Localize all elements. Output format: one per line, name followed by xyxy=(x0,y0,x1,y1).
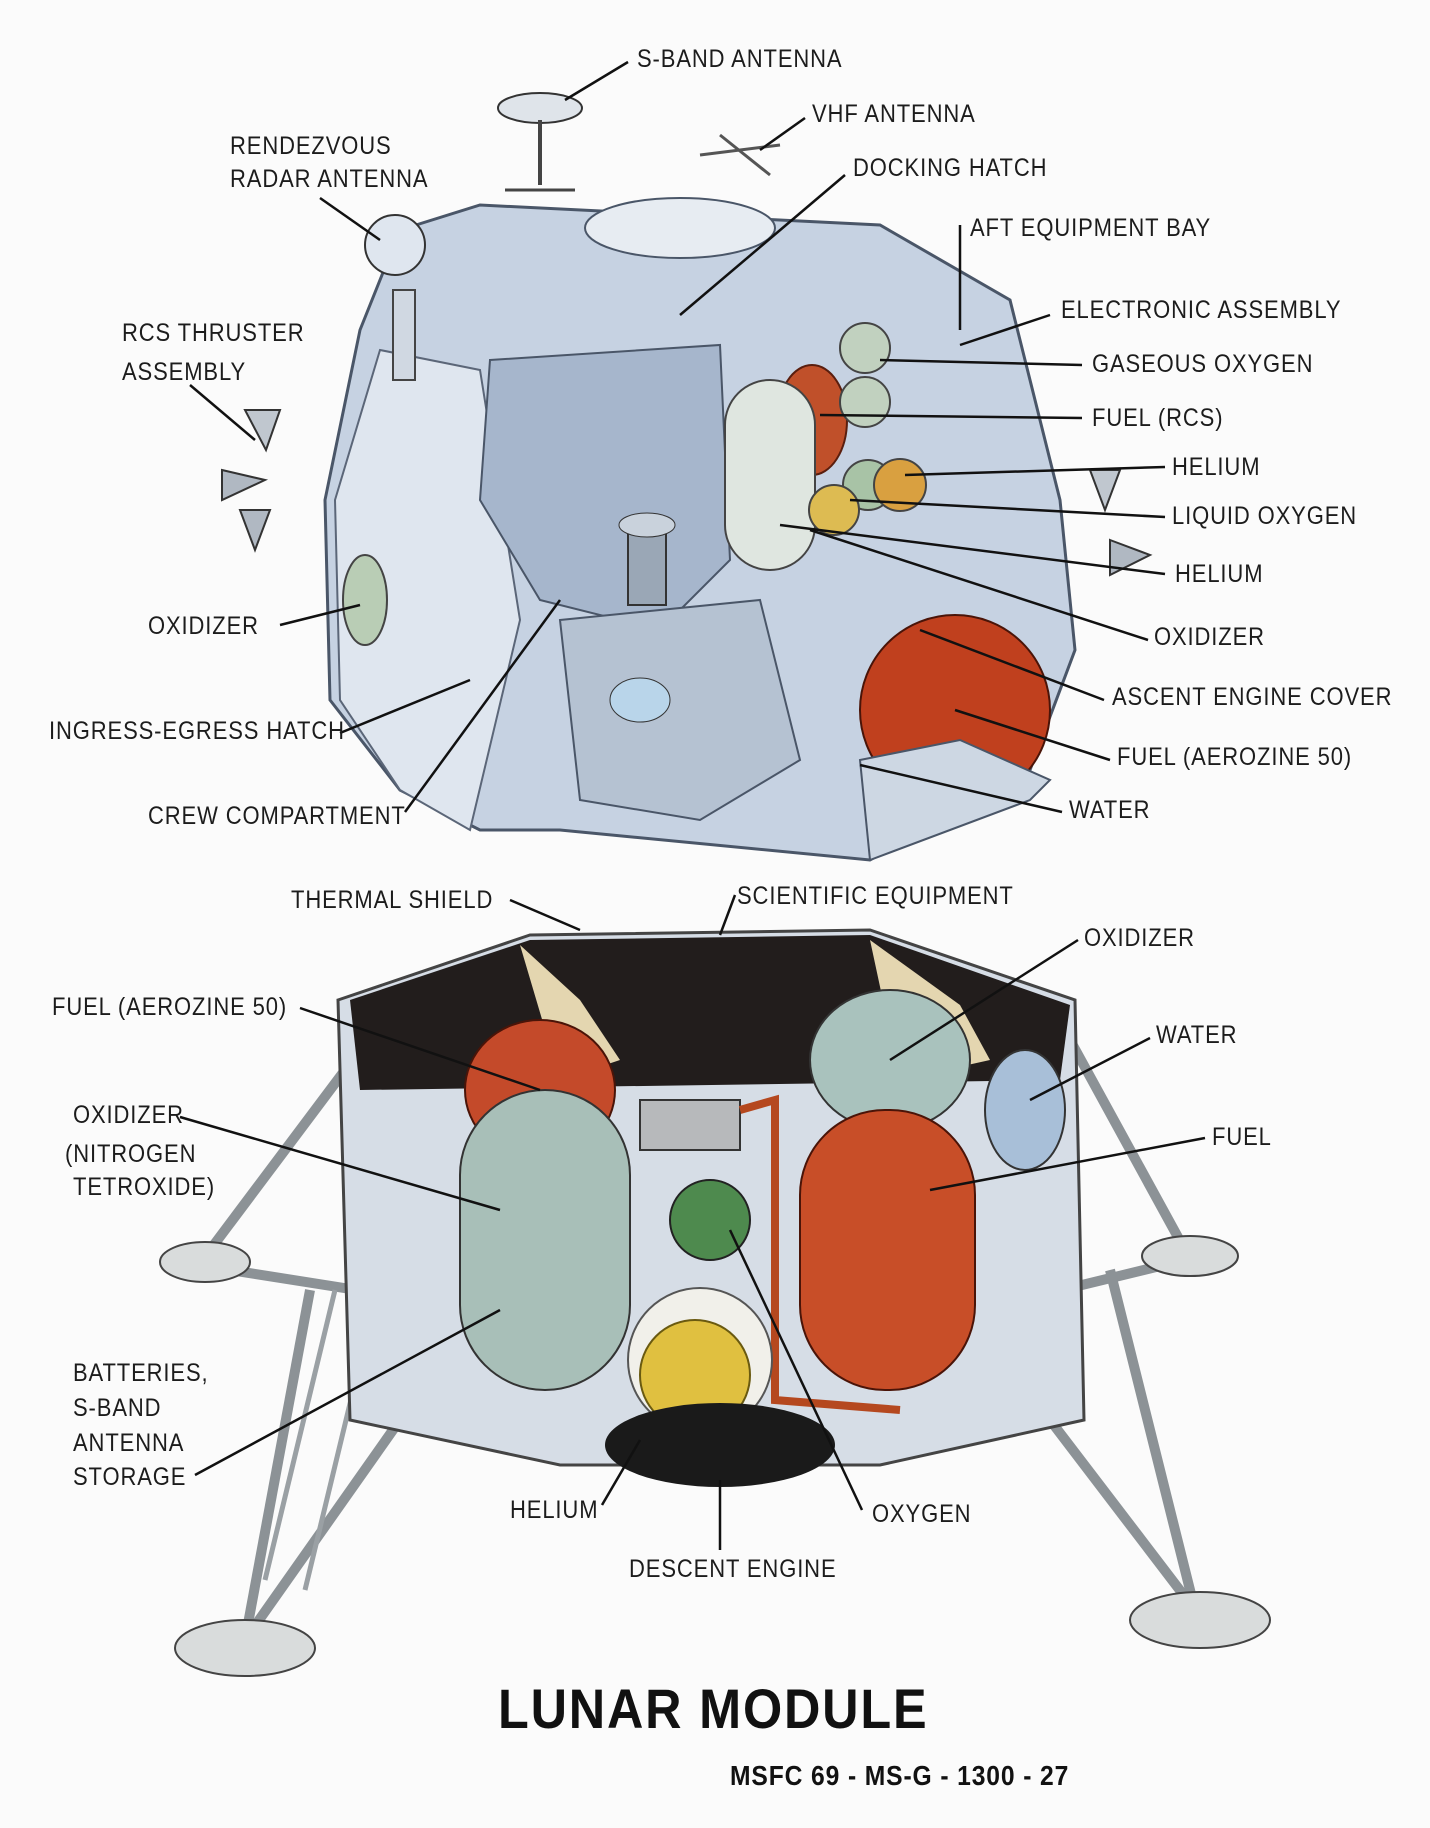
label-rendezvous-radar-antenna-line1: RENDEZVOUS xyxy=(230,132,392,160)
label-vhf-antenna: VHF ANTENNA xyxy=(812,100,976,128)
label-ingress-egress-hatch: INGRESS-EGRESS HATCH xyxy=(49,717,345,745)
label-crew-compartment: CREW COMPARTMENT xyxy=(148,802,406,830)
label-gaseous-oxygen: GASEOUS OXYGEN xyxy=(1092,350,1314,378)
oxidizer-rcs-tank xyxy=(724,379,816,571)
diagram-title: LUNAR MODULE xyxy=(498,1677,929,1740)
label-fuel-aerozine-ascent: FUEL (AEROZINE 50) xyxy=(1117,743,1353,771)
footpad xyxy=(1141,1235,1239,1277)
leader-lines xyxy=(179,60,1206,1550)
label-fuel-descent: FUEL xyxy=(1212,1123,1272,1151)
label-rendezvous-radar-antenna-line2: RADAR ANTENNA xyxy=(230,165,429,193)
label-helium-lower: HELIUM xyxy=(1175,560,1264,588)
label-water-ascent: WATER xyxy=(1069,796,1151,824)
label-scientific-equipment: SCIENTIFIC EQUIPMENT xyxy=(737,882,1014,910)
label-batteries-line1: BATTERIES, xyxy=(73,1359,209,1387)
label-helium-descent: HELIUM xyxy=(510,1496,599,1524)
label-rcs-thruster-line1: RCS THRUSTER xyxy=(122,319,305,347)
docking-hatch xyxy=(584,197,776,259)
scientific-equipment-box xyxy=(639,1099,741,1151)
label-docking-hatch: DOCKING HATCH xyxy=(853,154,1048,182)
label-fuel-aerozine-descent: FUEL (AEROZINE 50) xyxy=(52,993,288,1021)
label-ascent-engine-cover: ASCENT ENGINE COVER xyxy=(1112,683,1393,711)
label-water-descent: WATER xyxy=(1156,1021,1238,1049)
label-aft-equipment-bay: AFT EQUIPMENT BAY xyxy=(970,214,1212,242)
label-oxidizer-right: OXIDIZER xyxy=(1154,623,1265,651)
label-thermal-shield: THERMAL SHIELD xyxy=(291,886,494,914)
label-oxidizer-nt-line1: OXIDIZER xyxy=(73,1101,184,1129)
label-oxidizer-left: OXIDIZER xyxy=(148,612,259,640)
descent-engine xyxy=(605,1403,835,1487)
label-oxidizer-nt-line2: (NITROGEN xyxy=(65,1140,197,1168)
footpad xyxy=(159,1241,251,1283)
label-fuel-rcs: FUEL (RCS) xyxy=(1092,404,1224,432)
rendezvous-radar-dish xyxy=(364,214,426,276)
label-batteries-line2: S-BAND xyxy=(73,1394,162,1422)
label-helium-upper: HELIUM xyxy=(1172,453,1261,481)
footpad xyxy=(1129,1591,1271,1649)
label-oxygen-descent: OXYGEN xyxy=(872,1500,972,1528)
ascent-stage xyxy=(221,92,1153,862)
label-electronic-assembly: ELECTRONIC ASSEMBLY xyxy=(1061,296,1342,324)
label-oxidizer-nt-line3: TETROXIDE) xyxy=(73,1173,216,1201)
footpad xyxy=(174,1619,316,1677)
document-code: MSFC 69 - MS-G - 1300 - 27 xyxy=(730,1760,1070,1791)
label-batteries-line3: ANTENNA xyxy=(73,1429,185,1457)
label-descent-engine: DESCENT ENGINE xyxy=(629,1555,837,1583)
descent-stage xyxy=(159,928,1271,1677)
label-oxidizer-descent: OXIDIZER xyxy=(1084,924,1195,952)
label-batteries-line4: STORAGE xyxy=(73,1463,187,1491)
label-s-band-antenna: S-BAND ANTENNA xyxy=(637,45,843,73)
label-liquid-oxygen: LIQUID OXYGEN xyxy=(1172,502,1358,530)
label-rcs-thruster-line2: ASSEMBLY xyxy=(122,358,247,386)
